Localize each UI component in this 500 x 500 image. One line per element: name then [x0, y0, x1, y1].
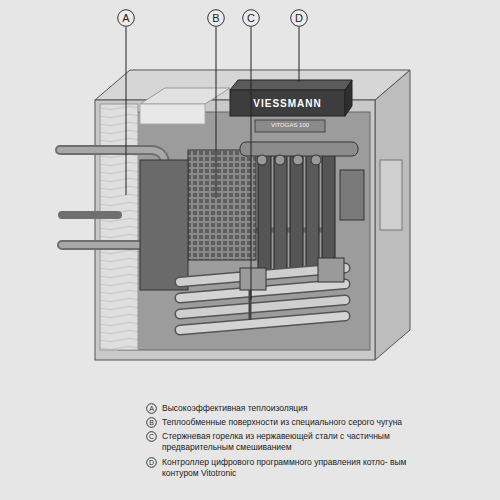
- callout-circle: B: [146, 417, 157, 428]
- casing: [375, 70, 410, 360]
- circle-outline: [147, 418, 157, 428]
- burner-tubes: [180, 300, 345, 314]
- heat-exchanger: [290, 152, 303, 272]
- heat-exchanger: [311, 155, 321, 165]
- callout-circle: B: [207, 9, 225, 27]
- controller-box: [230, 80, 352, 90]
- heat-exchanger: [140, 160, 188, 290]
- burner-tubes: [180, 300, 345, 314]
- heat-exchanger: [140, 142, 364, 290]
- brand-name: VIESSMANN: [230, 97, 345, 110]
- callout-letter: D: [149, 459, 154, 466]
- callout-circle: D: [290, 9, 308, 27]
- callout-circle: A: [117, 9, 135, 27]
- controller-box: [230, 90, 345, 116]
- heat-exchanger: [240, 142, 358, 156]
- casing: [95, 70, 410, 360]
- burner-tubes: [180, 316, 345, 330]
- burner-tubes: [180, 316, 345, 330]
- circle-outline: [118, 10, 135, 27]
- insulation: [140, 104, 205, 124]
- heat-exchanger: [275, 155, 285, 165]
- callout-circle: A: [146, 403, 157, 414]
- model-name: VITOGAS 100: [255, 122, 325, 130]
- leader-line: [251, 27, 252, 300]
- heat-exchanger: [257, 155, 267, 165]
- leader-line: [216, 27, 217, 198]
- callout-letter: B: [149, 419, 154, 426]
- callout-letter: A: [149, 405, 154, 412]
- circle-outline: [147, 432, 157, 442]
- circle-outline: [147, 404, 157, 414]
- left-pipes: [62, 211, 118, 219]
- circle-outline: [291, 10, 308, 27]
- heat-exchanger: [306, 152, 319, 272]
- heat-exchanger: [274, 152, 287, 272]
- burner-tubes: [180, 258, 345, 330]
- heat-exchanger: [322, 152, 335, 272]
- callout-letter: C: [149, 433, 154, 440]
- callout-letter: C: [247, 13, 255, 24]
- leader-line: [126, 27, 127, 195]
- callout-circle: C: [242, 9, 260, 27]
- legend-description: Стержневая горелка из нержавеющей стали …: [162, 431, 412, 453]
- casing: [380, 160, 402, 230]
- casing: [95, 100, 375, 360]
- leader-line: [126, 27, 299, 300]
- legend-description: Высокоэффективная теплоизоляция: [162, 403, 424, 414]
- controller-box: [345, 80, 352, 116]
- heat-exchanger: [293, 155, 303, 165]
- heat-exchanger: [258, 152, 271, 272]
- legend-description: Теплообменные поверхности из специальног…: [162, 417, 424, 428]
- burner-tubes: [240, 268, 266, 290]
- circle-outline: [147, 458, 157, 468]
- callout-letter: B: [212, 13, 219, 24]
- controller-box: [255, 120, 325, 132]
- circle-outline: [243, 10, 260, 27]
- leader-line: [299, 27, 300, 82]
- legend-description: Контроллер цифрового программного управл…: [162, 457, 412, 479]
- circle-outline: [208, 10, 225, 27]
- heat-exchanger: [188, 150, 256, 260]
- insulation: [100, 104, 138, 350]
- callout-letter: D: [295, 13, 303, 24]
- controller-box: [230, 80, 352, 132]
- callout-letter: A: [122, 13, 129, 24]
- callout-circle: C: [146, 431, 157, 442]
- callout-circle: D: [146, 457, 157, 468]
- burner-tubes: [318, 258, 344, 282]
- heat-exchanger: [340, 170, 364, 220]
